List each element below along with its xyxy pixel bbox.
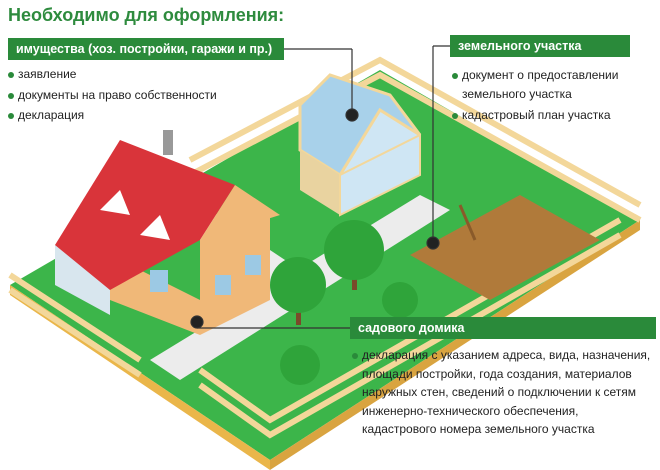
list-item: декларация	[8, 105, 217, 126]
section-label-property: имущества (хоз. постройки, гаражи и пр.)	[8, 38, 284, 60]
section-label-land: земельного участка	[450, 35, 630, 57]
property-list: заявление документы на право собственнос…	[8, 64, 217, 126]
section-label-garden-house: садового домика	[350, 317, 656, 339]
list-item: документы на право собственности	[8, 85, 217, 106]
garden-house-list: декларация с указанием адреса, вида, наз…	[352, 346, 652, 439]
land-list: документ о предоставлении земельного уча…	[452, 66, 632, 125]
list-item: документ о предоставлении земельного уча…	[452, 66, 632, 103]
lawn-edge-right	[270, 220, 640, 470]
page-title: Необходимо для оформления:	[8, 5, 285, 25]
house	[55, 130, 280, 335]
callout-lines	[190, 45, 450, 329]
list-item: заявление	[8, 64, 217, 85]
list-item: декларация с указанием адреса, вида, наз…	[352, 346, 652, 439]
greenhouse	[298, 73, 422, 217]
trees	[270, 220, 418, 385]
list-item: кадастровый план участка	[452, 106, 632, 125]
garden-bed	[410, 195, 600, 300]
